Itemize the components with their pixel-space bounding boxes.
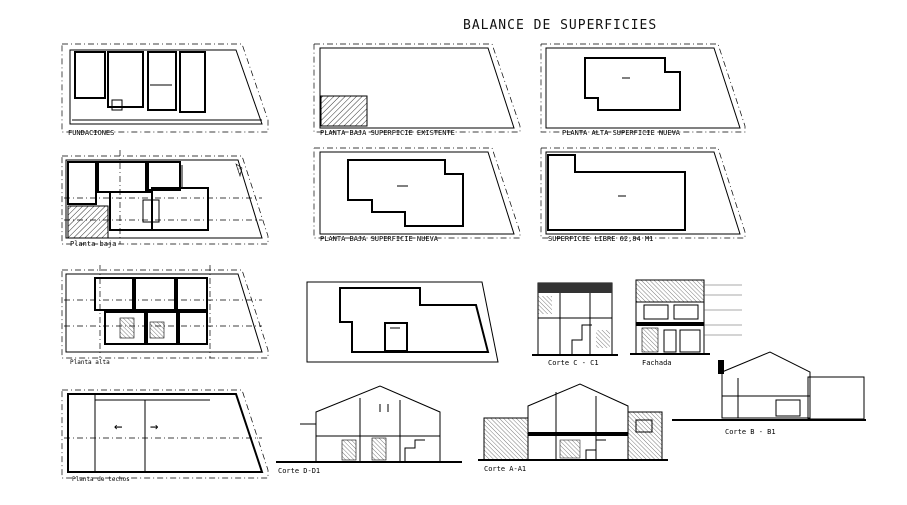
sheet-title: BALANCE DE SUPERFICIES (463, 18, 657, 33)
label-corte-d: Corte D-D1 (278, 467, 320, 475)
label-planta-baja-existente: PLANTA BAJA SUPERFICIE EXISTENTE (320, 129, 455, 137)
corte-d-section: Corte D-D1 (276, 385, 462, 475)
label-planta-techos: Planta de techos (72, 476, 130, 483)
label-corte-c: Corte C - C1 (548, 359, 599, 367)
arrow-right-icon: → (150, 419, 158, 435)
label-planta-baja: Planta baja (70, 240, 116, 248)
label-fachada: Fachada (642, 359, 672, 367)
planta-alta-nueva-plan: PLANTA ALTA SUPERFICIE NUEVA (540, 43, 746, 137)
corte-a-section: Corte A-A1 (478, 383, 668, 473)
corte-c-section: Corte C - C1 (532, 282, 618, 367)
fundaciones-plan: FUNDACIONES (61, 43, 269, 137)
planta-baja-nueva-plan: PLANTA BAJA SUPERFICIE NUEVA (313, 147, 521, 243)
label-planta-baja-nueva: PLANTA BAJA SUPERFICIE NUEVA (320, 235, 439, 243)
label-corte-a: Corte A-A1 (484, 465, 526, 473)
planta-baja-existente-plan: PLANTA BAJA SUPERFICIE EXISTENTE (313, 43, 521, 137)
planta-baja-plan: Planta baja (61, 150, 269, 248)
planta-alta-plan: Planta alta (61, 265, 269, 366)
superficie-libre-plan: SUPERFICIE LIBRE 62,84 M1 (540, 147, 746, 243)
label-planta-alta-nueva: PLANTA ALTA SUPERFICIE NUEVA (562, 129, 681, 137)
arrow-left-icon: ← (114, 419, 122, 435)
label-fundaciones: FUNDACIONES (68, 129, 114, 137)
fachada-elevation: Fachada (630, 279, 742, 367)
planta-techos-plan: ← → Planta de techos (61, 389, 269, 483)
corte-b-section: Corte B - B1 (672, 351, 866, 436)
outline-plan (306, 281, 499, 363)
label-corte-b: Corte B - B1 (725, 428, 776, 436)
label-superficie-libre: SUPERFICIE LIBRE 62,84 M1 (548, 235, 653, 243)
label-planta-alta: Planta alta (70, 359, 110, 366)
